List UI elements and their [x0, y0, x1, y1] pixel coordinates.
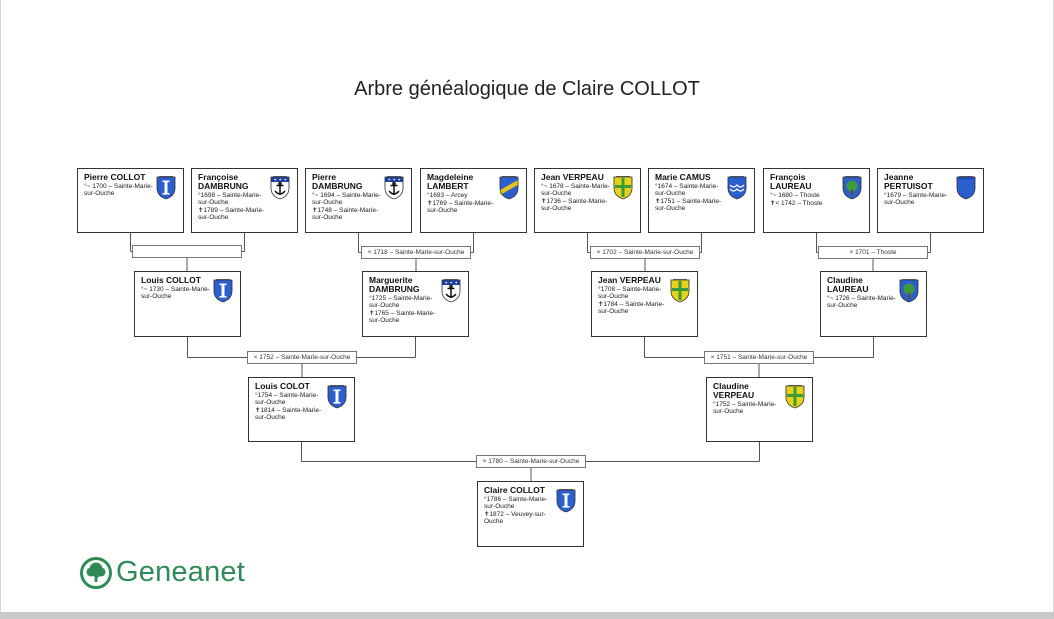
person-name: Jean VERPEAU — [598, 275, 661, 285]
birth-info: °1725 – Sainte-Marie-sur-Ouche — [369, 295, 433, 309]
person-name: Marie CAMUS — [655, 172, 711, 182]
birth-info: °~ 1726 – Sainte-Marie-sur-Ouche — [827, 295, 896, 309]
death-info: ✝< 1742 – Thoste — [770, 200, 823, 207]
tree-icon — [80, 556, 112, 589]
death-info: ✝1814 – Sainte-Marie-sur-Ouche — [255, 407, 322, 421]
birth-info: °1752 – Sainte-Marie-sur-Ouche — [713, 401, 777, 415]
person-name: Louis COLOT — [255, 381, 310, 391]
coat-of-arms-icon — [842, 176, 862, 206]
birth-info: °~ 1694 – Sainte-Marie-sur-Ouche — [312, 192, 381, 206]
death-info: ✝1751 – Sainte-Marie-sur-Ouche — [655, 198, 722, 212]
coat-of-arms-icon — [727, 176, 747, 206]
person-name: Marguerite DAMBRUNG — [369, 275, 420, 294]
marriage-label: × 1701 – Thoste — [818, 246, 928, 259]
person-card[interactable]: Jeanne PERTUISOT°1679 – Sainte-Marie-sur… — [877, 168, 984, 233]
death-info: ✝1769 – Sainte-Marie-sur-Ouche — [427, 200, 494, 214]
person-card[interactable]: François LAUREAU°~ 1680 – Thoste✝< 1742 … — [763, 168, 870, 233]
person-card[interactable]: Jean VERPEAU°1708 – Sainte-Marie-sur-Ouc… — [591, 271, 698, 337]
svg-text:✦: ✦ — [279, 177, 283, 182]
birth-info: °1693 – Arcey — [427, 192, 468, 199]
birth-info: °~ 1700 – Sainte-Marie-sur-Ouche — [84, 183, 153, 197]
person-name: Jeanne PERTUISOT — [884, 172, 933, 191]
coat-of-arms-icon — [156, 176, 176, 206]
svg-text:✦: ✦ — [455, 280, 459, 285]
person-card[interactable]: Pierre COLLOT°~ 1700 – Sainte-Marie-sur-… — [77, 168, 184, 233]
svg-text:✦: ✦ — [445, 280, 449, 285]
marriage-label: × 1752 – Sainte-Marie-sur-Ouche — [247, 351, 357, 364]
person-card[interactable]: Françoise DAMBRUNG°1698 – Sainte-Marie-s… — [191, 168, 298, 233]
person-name: Pierre COLLOT — [84, 172, 146, 182]
person-name: François LAUREAU — [770, 172, 812, 191]
person-name: Claudine VERPEAU — [713, 381, 755, 400]
marriage-label: × 1718 – Sainte-Marie-sur-Ouche — [361, 246, 471, 259]
death-info: ✝1872 – Veuvey-sur-Ouche — [484, 511, 546, 525]
logo-text: Geneanet — [116, 556, 245, 588]
person-card[interactable]: Claire COLLOT°1786 – Sainte-Marie-sur-Ou… — [477, 481, 584, 547]
coat-of-arms-icon: ✦✦✦ — [270, 176, 290, 206]
marriage-label: × 1780 – Sainte-Marie-sur-Ouche — [476, 455, 586, 468]
svg-text:✦: ✦ — [450, 280, 454, 285]
birth-info: °1786 – Sainte-Marie-sur-Ouche — [484, 496, 548, 510]
person-card[interactable]: Marie CAMUS°1674 – Sainte-Marie-sur-Ouch… — [648, 168, 755, 233]
marriage-label: × 1751 – Sainte-Marie-sur-Ouche — [704, 351, 814, 364]
death-info: ✝1789 – Sainte-Marie-sur-Ouche — [198, 207, 265, 221]
person-card[interactable]: Louis COLOT°1754 – Sainte-Marie-sur-Ouch… — [248, 377, 355, 442]
death-info: ✝1748 – Sainte-Marie-sur-Ouche — [312, 207, 379, 221]
birth-info: °~ 1678 – Sainte-Marie-sur-Ouche — [541, 183, 610, 197]
death-info: ✝1736 – Sainte-Marie-sur-Ouche — [541, 198, 608, 212]
coat-of-arms-icon — [213, 279, 233, 309]
birth-info: °1754 – Sainte-Marie-sur-Ouche — [255, 392, 319, 406]
birth-info: °1708 – Sainte-Marie-sur-Ouche — [598, 286, 662, 300]
person-card[interactable]: Magdeleine LAMBERT°1693 – Arcey✝1769 – S… — [420, 168, 527, 233]
page-title: Arbre généalogique de Claire COLLOT — [354, 78, 700, 100]
person-name: Magdeleine LAMBERT — [427, 172, 474, 191]
bottom-scrollbar-strip — [0, 612, 1054, 619]
death-info: ✝1784 – Sainte-Marie-sur-Ouche — [598, 301, 665, 315]
geneanet-logo[interactable]: Geneanet — [80, 556, 245, 589]
birth-info: °1698 – Sainte-Marie-sur-Ouche — [198, 192, 262, 206]
svg-text:✦: ✦ — [274, 177, 278, 182]
marriage-label: × 1702 – Sainte-Marie-sur-Ouche — [590, 246, 700, 259]
person-name: Louis COLLOT — [141, 275, 201, 285]
person-card[interactable]: Marguerite DAMBRUNG°1725 – Sainte-Marie-… — [362, 271, 469, 337]
svg-text:✦: ✦ — [388, 177, 392, 182]
svg-text:✦: ✦ — [284, 177, 288, 182]
person-name: Claire COLLOT — [484, 485, 545, 495]
birth-info: °1674 – Sainte-Marie-sur-Ouche — [655, 183, 719, 197]
person-card[interactable]: Claudine VERPEAU°1752 – Sainte-Marie-sur… — [706, 377, 813, 442]
marriage-label — [132, 245, 242, 258]
birth-info: °~ 1730 – Sainte-Marie-sur-Ouche — [141, 286, 210, 300]
coat-of-arms-icon — [899, 279, 919, 309]
coat-of-arms-icon: ✦✦✦ — [384, 176, 404, 206]
coat-of-arms-icon: ✦✦✦ — [441, 279, 461, 309]
person-card[interactable]: Pierre DAMBRUNG°~ 1694 – Sainte-Marie-su… — [305, 168, 412, 233]
coat-of-arms-icon — [499, 176, 519, 206]
frame-left-edge — [0, 0, 1, 612]
coat-of-arms-icon — [956, 176, 976, 206]
person-card[interactable]: Louis COLLOT°~ 1730 – Sainte-Marie-sur-O… — [134, 271, 241, 337]
svg-text:✦: ✦ — [393, 177, 397, 182]
coat-of-arms-icon — [556, 489, 576, 519]
coat-of-arms-icon — [785, 385, 805, 415]
person-name: Claudine LAUREAU — [827, 275, 869, 294]
person-card[interactable]: Claudine LAUREAU°~ 1726 – Sainte-Marie-s… — [820, 271, 927, 337]
person-name: Pierre DAMBRUNG — [312, 172, 363, 191]
person-name: Françoise DAMBRUNG — [198, 172, 249, 191]
coat-of-arms-icon — [613, 176, 633, 206]
coat-of-arms-icon — [327, 385, 347, 415]
coat-of-arms-icon — [670, 279, 690, 309]
birth-info: °~ 1680 – Thoste — [770, 192, 820, 199]
person-name: Jean VERPEAU — [541, 172, 604, 182]
person-card[interactable]: Jean VERPEAU°~ 1678 – Sainte-Marie-sur-O… — [534, 168, 641, 233]
birth-info: °1679 – Sainte-Marie-sur-Ouche — [884, 192, 948, 206]
death-info: ✝1765 – Sainte-Marie-sur-Ouche — [369, 310, 436, 324]
svg-text:✦: ✦ — [398, 177, 402, 182]
